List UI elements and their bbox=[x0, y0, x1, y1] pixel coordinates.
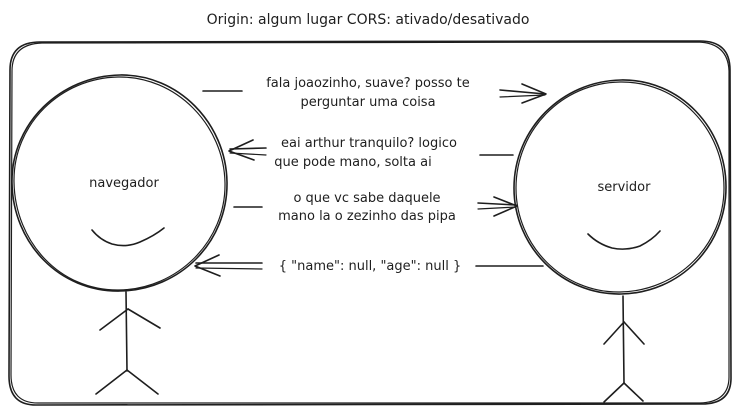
servidor-label: servidor bbox=[598, 180, 652, 195]
navegador-head bbox=[11, 74, 228, 292]
message-2-arrow bbox=[228, 139, 514, 161]
message-3-arrow bbox=[233, 196, 518, 217]
servidor-body bbox=[603, 295, 645, 403]
servidor-smile bbox=[587, 230, 661, 250]
actor-navegador: navegador bbox=[11, 74, 228, 395]
actor-servidor: servidor bbox=[513, 79, 727, 403]
message-4: { "name": null, "age": null } bbox=[194, 254, 544, 277]
outer-frame bbox=[8, 40, 732, 406]
message-2: eai arthur tranquilo? logico que pode ma… bbox=[228, 136, 514, 170]
message-4-line-1: { "name": null, "age": null } bbox=[279, 259, 462, 274]
message-3-line-2: mano la o zezinho das pipa bbox=[278, 209, 456, 224]
diagram-title: Origin: algum lugar CORS: ativado/desati… bbox=[207, 12, 530, 28]
navegador-label: navegador bbox=[89, 176, 159, 191]
message-2-line-2: que pode mano, solta ai bbox=[274, 155, 431, 170]
navegador-body bbox=[95, 291, 161, 395]
message-3-line-1: o que vc sabe daquele bbox=[293, 191, 440, 206]
servidor-head bbox=[513, 79, 727, 295]
message-4-arrow bbox=[194, 254, 544, 277]
message-1: fala joaozinho, suave? posso te pergunta… bbox=[202, 76, 547, 110]
message-1-arrow bbox=[202, 83, 547, 104]
message-2-line-1: eai arthur tranquilo? logico bbox=[281, 136, 457, 151]
message-1-line-1: fala joaozinho, suave? posso te bbox=[266, 76, 470, 91]
message-1-line-2: perguntar uma coisa bbox=[300, 95, 435, 110]
message-3: o que vc sabe daquele mano la o zezinho … bbox=[233, 191, 518, 224]
navegador-smile bbox=[91, 227, 165, 247]
